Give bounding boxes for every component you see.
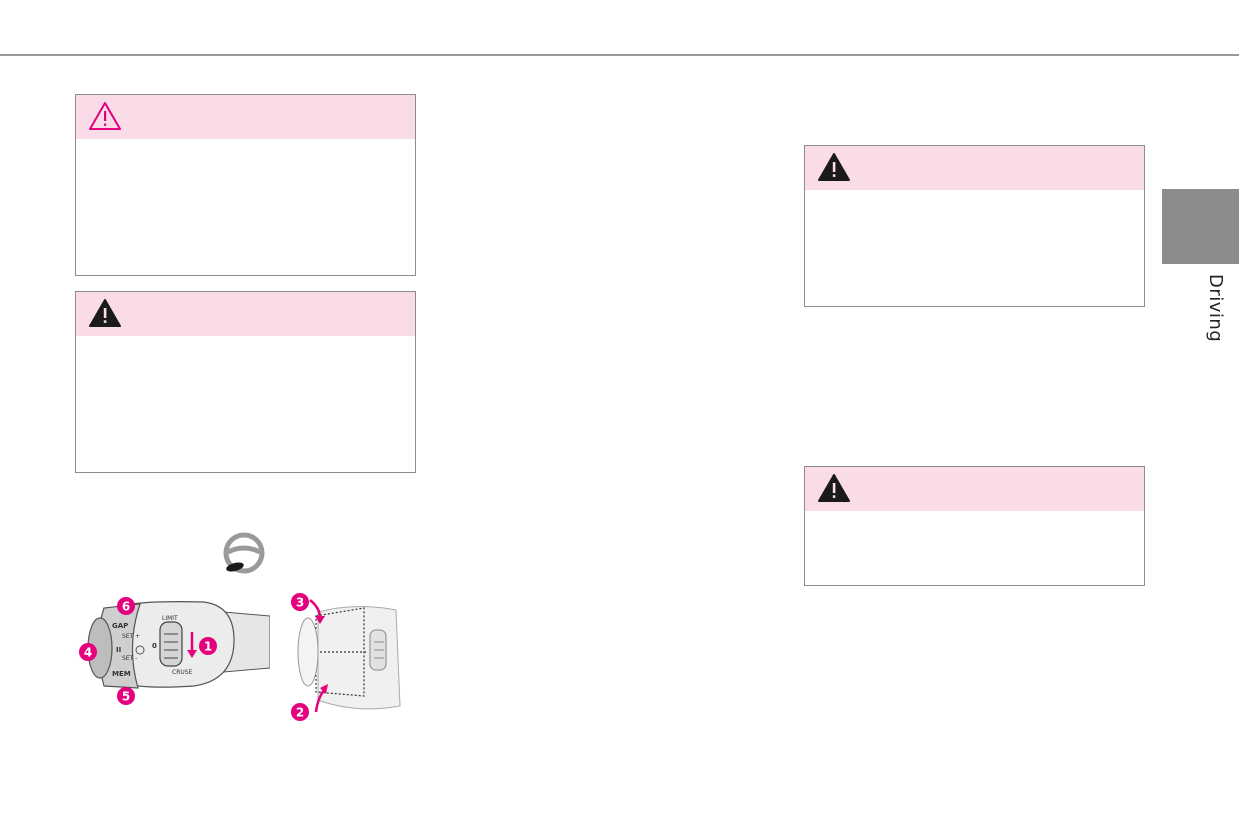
callout-3: 3 — [291, 593, 309, 611]
callout-1: 1 — [199, 637, 217, 655]
svg-text:5: 5 — [122, 690, 130, 704]
warning-filled-icon — [818, 474, 850, 502]
zero-label: 0 — [152, 642, 157, 650]
callout-4: 4 — [79, 643, 97, 661]
set-minus-label: SET - — [122, 655, 137, 662]
svg-text:2: 2 — [296, 706, 304, 720]
callout-5: 5 — [117, 687, 135, 705]
svg-text:1: 1 — [204, 640, 212, 654]
callout-6: 6 — [117, 597, 135, 615]
mem-label: MEM — [112, 670, 131, 678]
warning-box-header — [805, 467, 1144, 511]
top-rule — [0, 54, 1239, 56]
set-plus-label: SET + — [122, 633, 140, 640]
pause-label: II — [116, 646, 121, 654]
cruise-label: CRUSE — [172, 669, 193, 676]
warning-box-4 — [804, 466, 1145, 586]
cruise-stalk-illustration: GAP MEM SET + SET - II 0 LIMIT CRUSE 1 6… — [79, 597, 270, 705]
warning-box-2 — [75, 291, 416, 473]
warning-box-3 — [804, 145, 1145, 307]
caution-box-1 — [75, 94, 416, 276]
stalk-direction-illustration: 3 2 — [291, 593, 401, 721]
warning-filled-icon — [89, 299, 121, 327]
limit-label: LIMIT — [162, 615, 178, 622]
section-tab-label: Driving — [1205, 274, 1226, 343]
svg-text:3: 3 — [296, 596, 304, 610]
caution-outline-icon — [89, 102, 121, 130]
gap-label: GAP — [112, 622, 128, 630]
warning-filled-icon — [818, 153, 850, 181]
svg-text:4: 4 — [84, 646, 92, 660]
warning-box-header — [805, 146, 1144, 190]
section-tab-block — [1162, 189, 1239, 264]
callout-2: 2 — [291, 703, 309, 721]
steering-wheel-icon — [223, 532, 265, 574]
caution-box-header — [76, 95, 415, 139]
warning-box-header — [76, 292, 415, 336]
svg-text:6: 6 — [122, 600, 130, 614]
